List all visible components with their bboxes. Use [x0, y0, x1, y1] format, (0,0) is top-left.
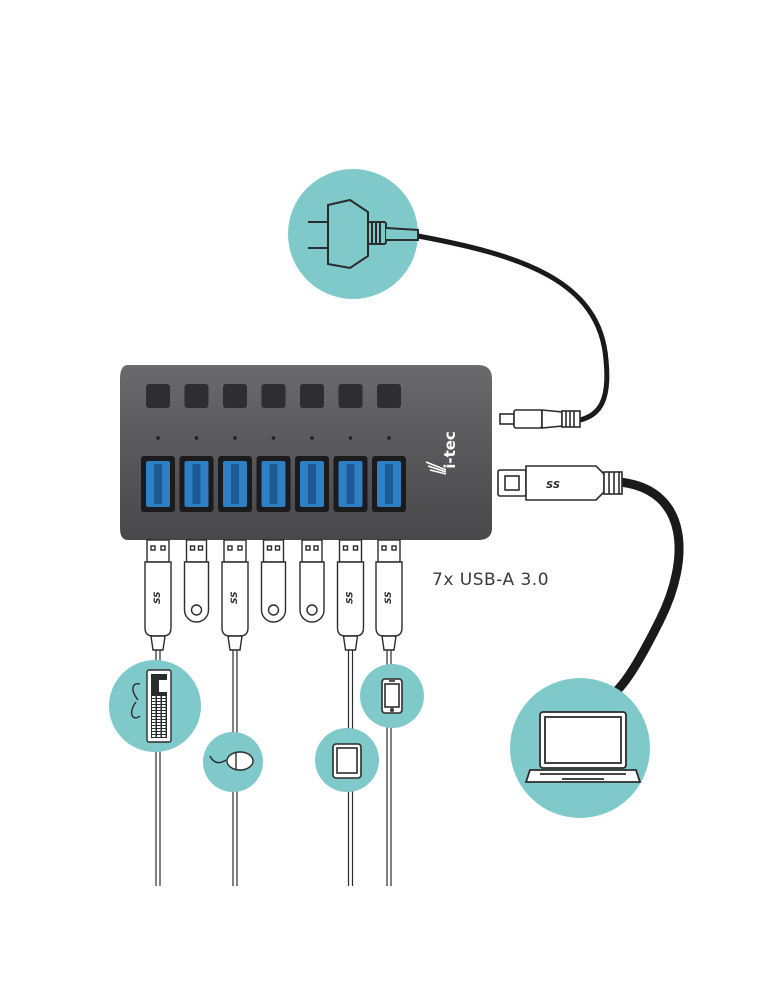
usb-b-plug: SS — [497, 465, 623, 501]
port-leds — [156, 436, 391, 440]
port-led-1 — [156, 436, 160, 440]
flash-drive-4 — [260, 539, 287, 623]
brand-logo: i-tec — [441, 431, 459, 469]
port-connectors: SS SS SS SS — [144, 539, 403, 651]
usb-b-ss-marking: SS — [546, 480, 560, 491]
usb-uplink-cable — [609, 477, 684, 699]
usb-a-port-3[interactable] — [218, 456, 252, 512]
port-led-6 — [348, 436, 353, 440]
usb-ss-marking-1: SS — [153, 591, 163, 604]
usb-ss-marking-6: SS — [346, 591, 356, 604]
mouse-icon — [209, 751, 254, 771]
brand-logo-mark — [425, 461, 447, 475]
usb-a-plug-6: SS — [336, 539, 365, 651]
ports-label: 7x USB-A 3.0 — [432, 570, 550, 590]
dc-barrel-plug — [499, 409, 581, 429]
port-led-3 — [233, 436, 237, 440]
power-plug-icon — [308, 198, 419, 270]
brand-logo-text: i-tec — [441, 431, 459, 469]
port-power-button-3[interactable] — [223, 384, 247, 408]
mouse-circle — [203, 732, 263, 792]
usb-a-port-4[interactable] — [256, 456, 291, 512]
power-plug-circle — [288, 169, 419, 299]
usb-a-ports — [141, 456, 406, 512]
usb-a-plug-3: SS — [221, 539, 249, 651]
usb-hub: i-tec — [120, 365, 492, 540]
laptop-icon — [524, 711, 642, 783]
port-power-button-1[interactable] — [146, 384, 170, 408]
port-power-buttons — [146, 384, 401, 408]
usb-a-port-5[interactable] — [295, 456, 329, 512]
usb-ss-marking-7: SS — [384, 591, 394, 604]
port-power-button-4[interactable] — [261, 384, 286, 408]
port-led-5 — [310, 436, 314, 440]
port-power-button-5[interactable] — [300, 384, 324, 408]
usb-a-port-2[interactable] — [179, 456, 214, 512]
usb-a-plug-1: SS — [144, 539, 172, 651]
usb-a-port-1[interactable] — [141, 456, 175, 512]
power-cable — [417, 233, 610, 423]
keyboard-icon — [130, 669, 172, 743]
port-power-button-6[interactable] — [338, 384, 363, 408]
port-power-button-2[interactable] — [184, 384, 209, 408]
usb-ss-marking-3: SS — [230, 591, 240, 604]
keyboard-circle — [109, 660, 201, 752]
smartphone-circle — [360, 664, 424, 728]
flash-drive-2 — [183, 539, 210, 623]
laptop-circle — [510, 678, 650, 818]
tablet-circle — [315, 728, 379, 792]
port-led-7 — [387, 436, 391, 440]
usb-a-port-7[interactable] — [372, 456, 406, 512]
port-led-2 — [194, 436, 199, 440]
smartphone-icon — [381, 678, 403, 714]
usb-a-plug-7: SS — [375, 539, 403, 651]
flash-drive-5 — [299, 539, 325, 623]
tablet-icon — [332, 743, 362, 779]
port-power-button-7[interactable] — [377, 384, 401, 408]
port-led-4 — [271, 436, 276, 440]
usb-a-port-6[interactable] — [333, 456, 368, 512]
